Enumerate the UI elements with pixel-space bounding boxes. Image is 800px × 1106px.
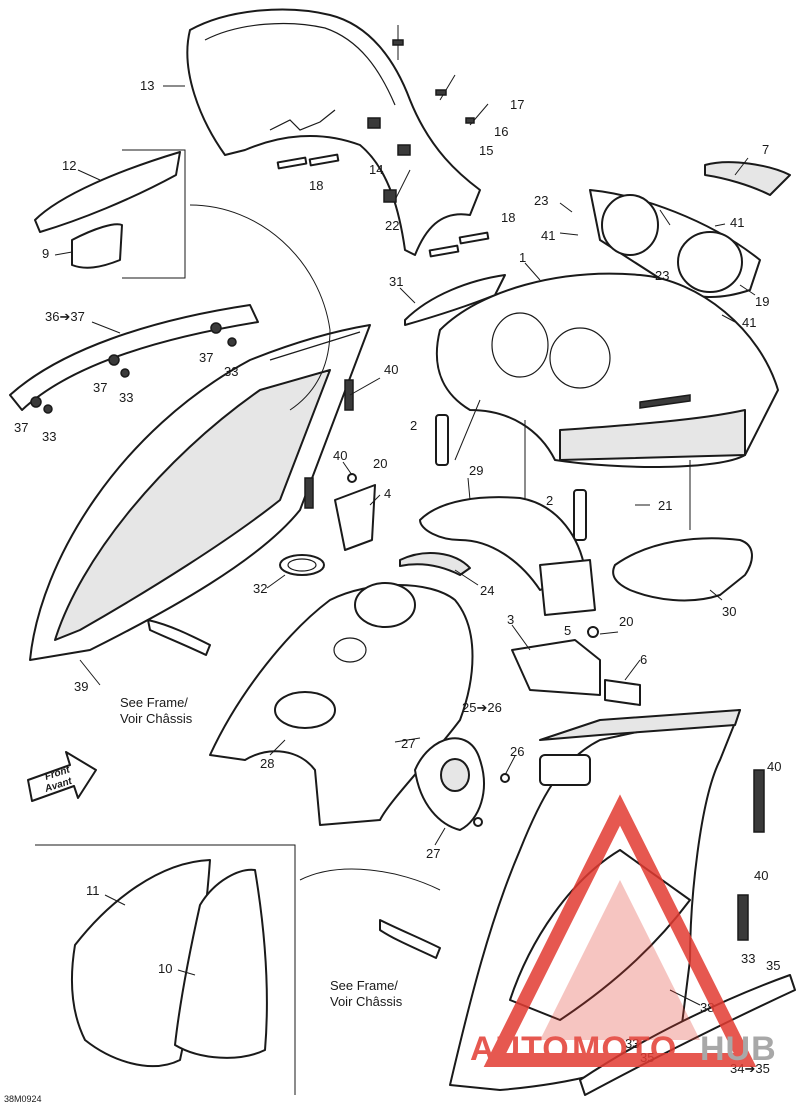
callout-33a: 33 — [224, 364, 238, 379]
callout-39: 39 — [74, 679, 88, 694]
callout-41c: 41 — [742, 315, 756, 330]
callout-27b: 27 — [426, 846, 440, 861]
callout-18b: 18 — [501, 210, 515, 225]
callout-9: 9 — [42, 246, 49, 261]
watermark-text-2: MOTO — [572, 1030, 677, 1068]
callout-1: 1 — [519, 250, 526, 265]
trim-strips-40 — [737, 769, 765, 941]
assembly-arrows — [189, 204, 691, 891]
callout-30: 30 — [722, 604, 736, 619]
callout-37c: 37 — [14, 420, 28, 435]
callout-23a: 23 — [534, 193, 548, 208]
glove-box-lid — [612, 537, 753, 602]
see-frame-note-1-line1: See Frame/ — [120, 695, 188, 710]
callout-4: 4 — [384, 486, 391, 501]
left-side-panel — [29, 324, 371, 661]
frame-handle-1 — [147, 619, 211, 656]
watermark-text-3: HUB — [700, 1030, 777, 1068]
callout-33e: 33 — [625, 1036, 639, 1051]
callout-40b: 40 — [333, 448, 347, 463]
callout-33d: 33 — [741, 951, 755, 966]
callout-20b: 20 — [619, 614, 633, 629]
pad-box — [34, 149, 186, 279]
callout-11: 11 — [86, 883, 100, 898]
callout-3: 3 — [507, 612, 514, 627]
console — [209, 582, 474, 826]
handle-rail — [9, 304, 259, 414]
callout-26: 26 — [510, 744, 524, 759]
callout-20a: 20 — [373, 456, 387, 471]
glove-box — [419, 496, 596, 616]
callout-18a: 18 — [309, 178, 323, 193]
watermark-logo: AUTO MOTO HUB — [470, 794, 777, 1068]
windshield-part — [186, 8, 481, 256]
callout-25-26: 25➔26 — [462, 700, 502, 715]
callout-5: 5 — [564, 623, 571, 638]
callout-7: 7 — [762, 142, 769, 157]
callout-28: 28 — [260, 756, 274, 771]
callout-14: 14 — [369, 162, 383, 177]
callout-40a: 40 — [384, 362, 398, 377]
ring-32 — [279, 554, 325, 576]
see-frame-note-1-line2: Voir Châssis — [120, 711, 193, 726]
callout-33b: 33 — [119, 390, 133, 405]
callout-6: 6 — [640, 652, 647, 667]
callout-10: 10 — [158, 961, 172, 976]
callout-21: 21 — [658, 498, 672, 513]
callout-12: 12 — [62, 158, 76, 173]
callout-13: 13 — [140, 78, 154, 93]
callout-31: 31 — [389, 274, 403, 289]
callout-leaders — [54, 85, 756, 1006]
see-frame-note-2-line1: See Frame/ — [330, 978, 398, 993]
callout-37b: 37 — [93, 380, 107, 395]
callout-36-37: 36➔37 — [45, 309, 85, 324]
callout-22: 22 — [385, 218, 399, 233]
storage-hatch — [414, 737, 510, 831]
lower-pad-box — [35, 844, 296, 1095]
drawing-code: 38M0924 — [4, 1094, 42, 1104]
callout-40d: 40 — [754, 868, 768, 883]
callout-37a: 37 — [199, 350, 213, 365]
callout-2a: 2 — [410, 418, 417, 433]
callout-2b: 2 — [546, 493, 553, 508]
callout-40c: 40 — [767, 759, 781, 774]
upper-dash — [404, 272, 779, 468]
trim-7 — [704, 161, 791, 196]
frame-notes: See Frame/ Voir Châssis See Frame/ Voir … — [120, 695, 403, 1009]
callout-17: 17 — [510, 97, 524, 112]
frame-handle-2 — [379, 919, 441, 959]
windshield-clips — [276, 153, 490, 258]
callout-32: 32 — [253, 581, 267, 596]
callout-19: 19 — [755, 294, 769, 309]
see-frame-note-2-line2: Voir Châssis — [330, 994, 403, 1009]
part-24 — [399, 552, 471, 576]
callout-41b: 41 — [541, 228, 555, 243]
callouts: 1 2 2 3 4 5 6 7 9 10 11 12 13 14 15 16 1… — [14, 78, 781, 1076]
latch-assembly — [511, 639, 641, 706]
front-arrow-icon: Front Avant — [27, 751, 97, 802]
callout-27a: 27 — [401, 736, 415, 751]
callout-35a: 35 — [766, 958, 780, 973]
center-small-parts — [334, 414, 599, 638]
callout-33c: 33 — [42, 429, 56, 444]
callout-16: 16 — [494, 124, 508, 139]
callout-29: 29 — [469, 463, 483, 478]
windshield-fasteners — [367, 25, 489, 203]
watermark-text-1: AUTO — [470, 1030, 570, 1068]
gauge-bezel — [589, 189, 761, 298]
callout-15: 15 — [479, 143, 493, 158]
callout-41a: 41 — [730, 215, 744, 230]
callout-24: 24 — [480, 583, 494, 598]
callout-23b: 23 — [655, 268, 669, 283]
